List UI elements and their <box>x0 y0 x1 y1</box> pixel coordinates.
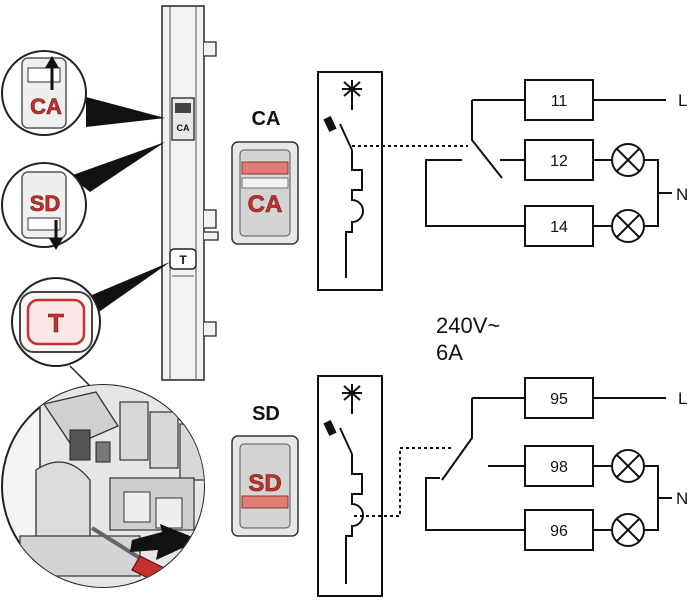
zoom-sd: SD <box>1 162 87 250</box>
terminal-98: 98 <box>524 445 594 487</box>
auxiliary-contact-device: CA T <box>161 5 219 381</box>
rating-voltage: 240V~ <box>436 313 500 338</box>
breaker-symbol-icon <box>342 80 362 98</box>
pointer-ca <box>86 97 165 127</box>
breaker-symbol-icon <box>342 384 362 402</box>
terminal-11: 11 <box>524 79 594 121</box>
pointer-sd <box>70 142 165 192</box>
lamp-icon <box>611 449 645 483</box>
svg-text:98: 98 <box>550 459 568 476</box>
arrow-up-icon <box>45 56 59 90</box>
device-t-tag: T <box>179 253 187 267</box>
arrow-down-icon <box>49 220 63 250</box>
device-ca-tag: CA <box>177 123 190 133</box>
zoom-ca-label: CA <box>30 94 62 119</box>
zoom-t-label: T <box>48 308 64 338</box>
sd-window-label: SD <box>248 470 281 497</box>
svg-text:95: 95 <box>550 391 568 408</box>
lamp-icon <box>611 209 645 243</box>
ca-window-label: CA <box>248 191 283 218</box>
sd-wiring <box>425 397 672 531</box>
test-illustration <box>1 384 205 588</box>
terminal-95: 95 <box>524 377 594 419</box>
zoom-ca: CA <box>1 50 87 136</box>
sd-line-label: L <box>678 389 687 408</box>
svg-text:14: 14 <box>550 219 568 236</box>
sd-breaker-symbol <box>317 375 383 597</box>
sd-neutral-label: N <box>676 489 688 508</box>
svg-text:96: 96 <box>550 523 568 540</box>
rating-current: 6A <box>436 340 463 365</box>
svg-text:12: 12 <box>550 153 568 170</box>
push-arrow-icon <box>130 524 200 560</box>
ca-neutral-label: N <box>676 185 688 204</box>
terminal-14: 14 <box>524 205 594 247</box>
ca-wiring <box>425 99 672 227</box>
sd-section-title: SD <box>252 403 280 425</box>
svg-text:11: 11 <box>551 93 568 110</box>
sd-indicator-window: SD <box>231 435 299 537</box>
terminal-12: 12 <box>524 139 594 181</box>
lamp-icon <box>611 513 645 547</box>
lamp-icon <box>611 143 645 177</box>
ca-line-label: L <box>678 91 687 110</box>
terminal-96: 96 <box>524 509 594 551</box>
zoom-sd-label: SD <box>30 191 61 216</box>
ca-breaker-symbol <box>317 71 383 291</box>
pointer-t <box>80 262 170 314</box>
ca-section-title: CA <box>252 108 281 130</box>
zoom-t: T <box>11 277 101 367</box>
ca-indicator-window: CA <box>231 141 299 245</box>
